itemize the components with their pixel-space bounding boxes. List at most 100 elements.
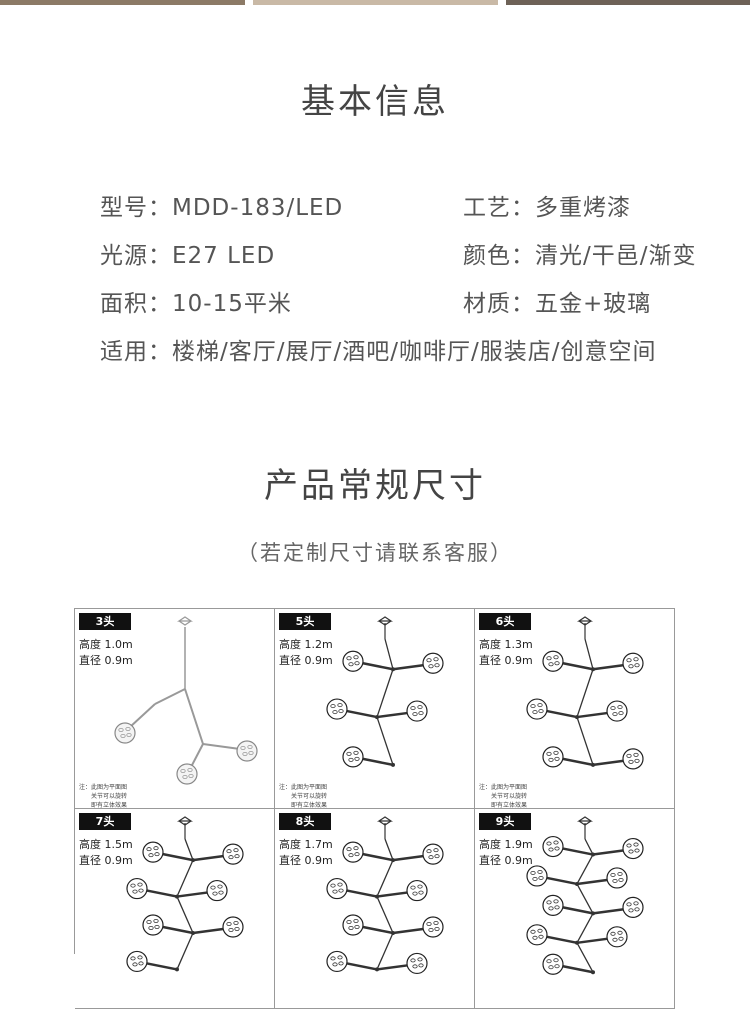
head-count-badge: 7头 [79, 813, 131, 830]
canopy [177, 616, 193, 626]
spec-color: 颜色：清光/干邑/渐变 [463, 243, 697, 269]
top-image-strip [0, 0, 750, 5]
arm [146, 889, 178, 898]
arm [176, 891, 208, 898]
strip-photo-1 [0, 0, 245, 5]
arm [592, 849, 624, 856]
glass-globe [206, 879, 228, 902]
arm [592, 664, 624, 671]
glass-globe [114, 722, 136, 744]
arm [546, 935, 578, 945]
fixture-drawing [126, 816, 244, 973]
note-line2: 关节可以旋转 [291, 793, 328, 800]
note-line2: 关节可以旋转 [491, 793, 528, 800]
arm [562, 662, 594, 671]
glass-globe [176, 763, 198, 785]
arm [392, 664, 424, 671]
glass-globe [422, 916, 444, 938]
diameter-value: 直径 0.9m [479, 854, 533, 867]
plan-note: 注：此图为平面图关节可以旋转即有立体效果 [279, 783, 328, 808]
spec-usage: 适用：楼梯/客厅/展厅/酒吧/咖啡厅/服装店/创意空间 [100, 339, 657, 365]
glass-globe [622, 748, 644, 770]
basic-info-title: 基本信息 [301, 82, 449, 122]
arm [546, 709, 578, 719]
size-card-7-heads: 7头高度 1.5m 直径 0.9m [75, 809, 275, 1009]
glass-globe [236, 740, 258, 762]
arm [576, 937, 608, 945]
arm [362, 852, 394, 862]
arm [376, 891, 408, 898]
size-card-9-heads: 9头高度 1.9m 直径 0.9m [475, 809, 675, 1009]
glass-globe [342, 746, 364, 768]
height-value: 高度 1.5m [79, 838, 133, 851]
head-count-badge: 9头 [479, 813, 531, 830]
arm [546, 876, 578, 886]
size-title: 产品常规尺寸 [264, 466, 486, 506]
glass-globe [606, 926, 628, 948]
glass-globe [342, 914, 364, 936]
note-line3: 即有立体效果 [91, 802, 128, 809]
glass-globe [142, 841, 164, 863]
spec-area: 面积：10-15平米 [100, 291, 292, 317]
glass-globe [606, 700, 628, 722]
arm [192, 854, 224, 862]
height-value: 高度 1.7m [279, 838, 333, 851]
strip-photo-2 [253, 0, 498, 5]
note-line1: 注：此图为平面图 [479, 784, 528, 791]
arm [362, 662, 394, 671]
arm [592, 908, 624, 915]
glass-globe [542, 650, 564, 672]
height-value: 高度 1.0m [79, 638, 133, 651]
arm [392, 927, 424, 935]
arm [346, 889, 378, 898]
glass-globe [422, 843, 444, 865]
note-line1: 注：此图为平面图 [79, 784, 128, 791]
fixture-drawing [526, 616, 644, 770]
strip-photo-3 [506, 0, 750, 5]
glass-globe [622, 837, 644, 860]
arm [392, 854, 424, 862]
arm [562, 757, 594, 767]
glass-globe [342, 841, 364, 863]
arm [162, 852, 194, 862]
note-line1: 注：此图为平面图 [279, 784, 328, 791]
head-count-badge: 8头 [279, 813, 331, 830]
glass-globe [222, 916, 244, 938]
arm [576, 878, 608, 886]
size-subtitle: （若定制尺寸请联系客服） [237, 541, 513, 565]
height-value: 高度 1.9m [479, 838, 533, 851]
arm [192, 927, 224, 935]
glass-globe [622, 896, 644, 918]
spec-light: 光源：E27 LED [100, 243, 276, 269]
height-value: 高度 1.3m [479, 638, 533, 651]
arm [162, 925, 194, 935]
arm [346, 962, 378, 971]
diameter-value: 直径 0.9m [79, 854, 133, 867]
plan-note: 注：此图为平面图关节可以旋转即有立体效果 [479, 783, 528, 808]
arm [576, 711, 608, 719]
arm [362, 757, 394, 767]
glass-globe [542, 953, 564, 975]
fixture-drawing [114, 616, 258, 785]
glass-globe [606, 867, 628, 889]
glass-globe [542, 835, 564, 858]
glass-globe [326, 698, 348, 720]
head-count-badge: 6头 [479, 613, 531, 630]
height-value: 高度 1.2m [279, 638, 333, 651]
diameter-value: 直径 0.9m [79, 654, 133, 667]
arm [562, 906, 594, 915]
glass-globe [406, 879, 428, 902]
glass-globe [406, 700, 428, 722]
glass-globe [542, 746, 564, 768]
glass-globe [526, 865, 548, 887]
arm [592, 759, 624, 767]
glass-globe [342, 650, 364, 672]
glass-globe [142, 914, 164, 936]
plan-note: 注：此图为平面图关节可以旋转即有立体效果 [79, 783, 128, 809]
spec-material: 材质：五金+玻璃 [463, 291, 652, 317]
note-line2: 关节可以旋转 [91, 793, 128, 800]
